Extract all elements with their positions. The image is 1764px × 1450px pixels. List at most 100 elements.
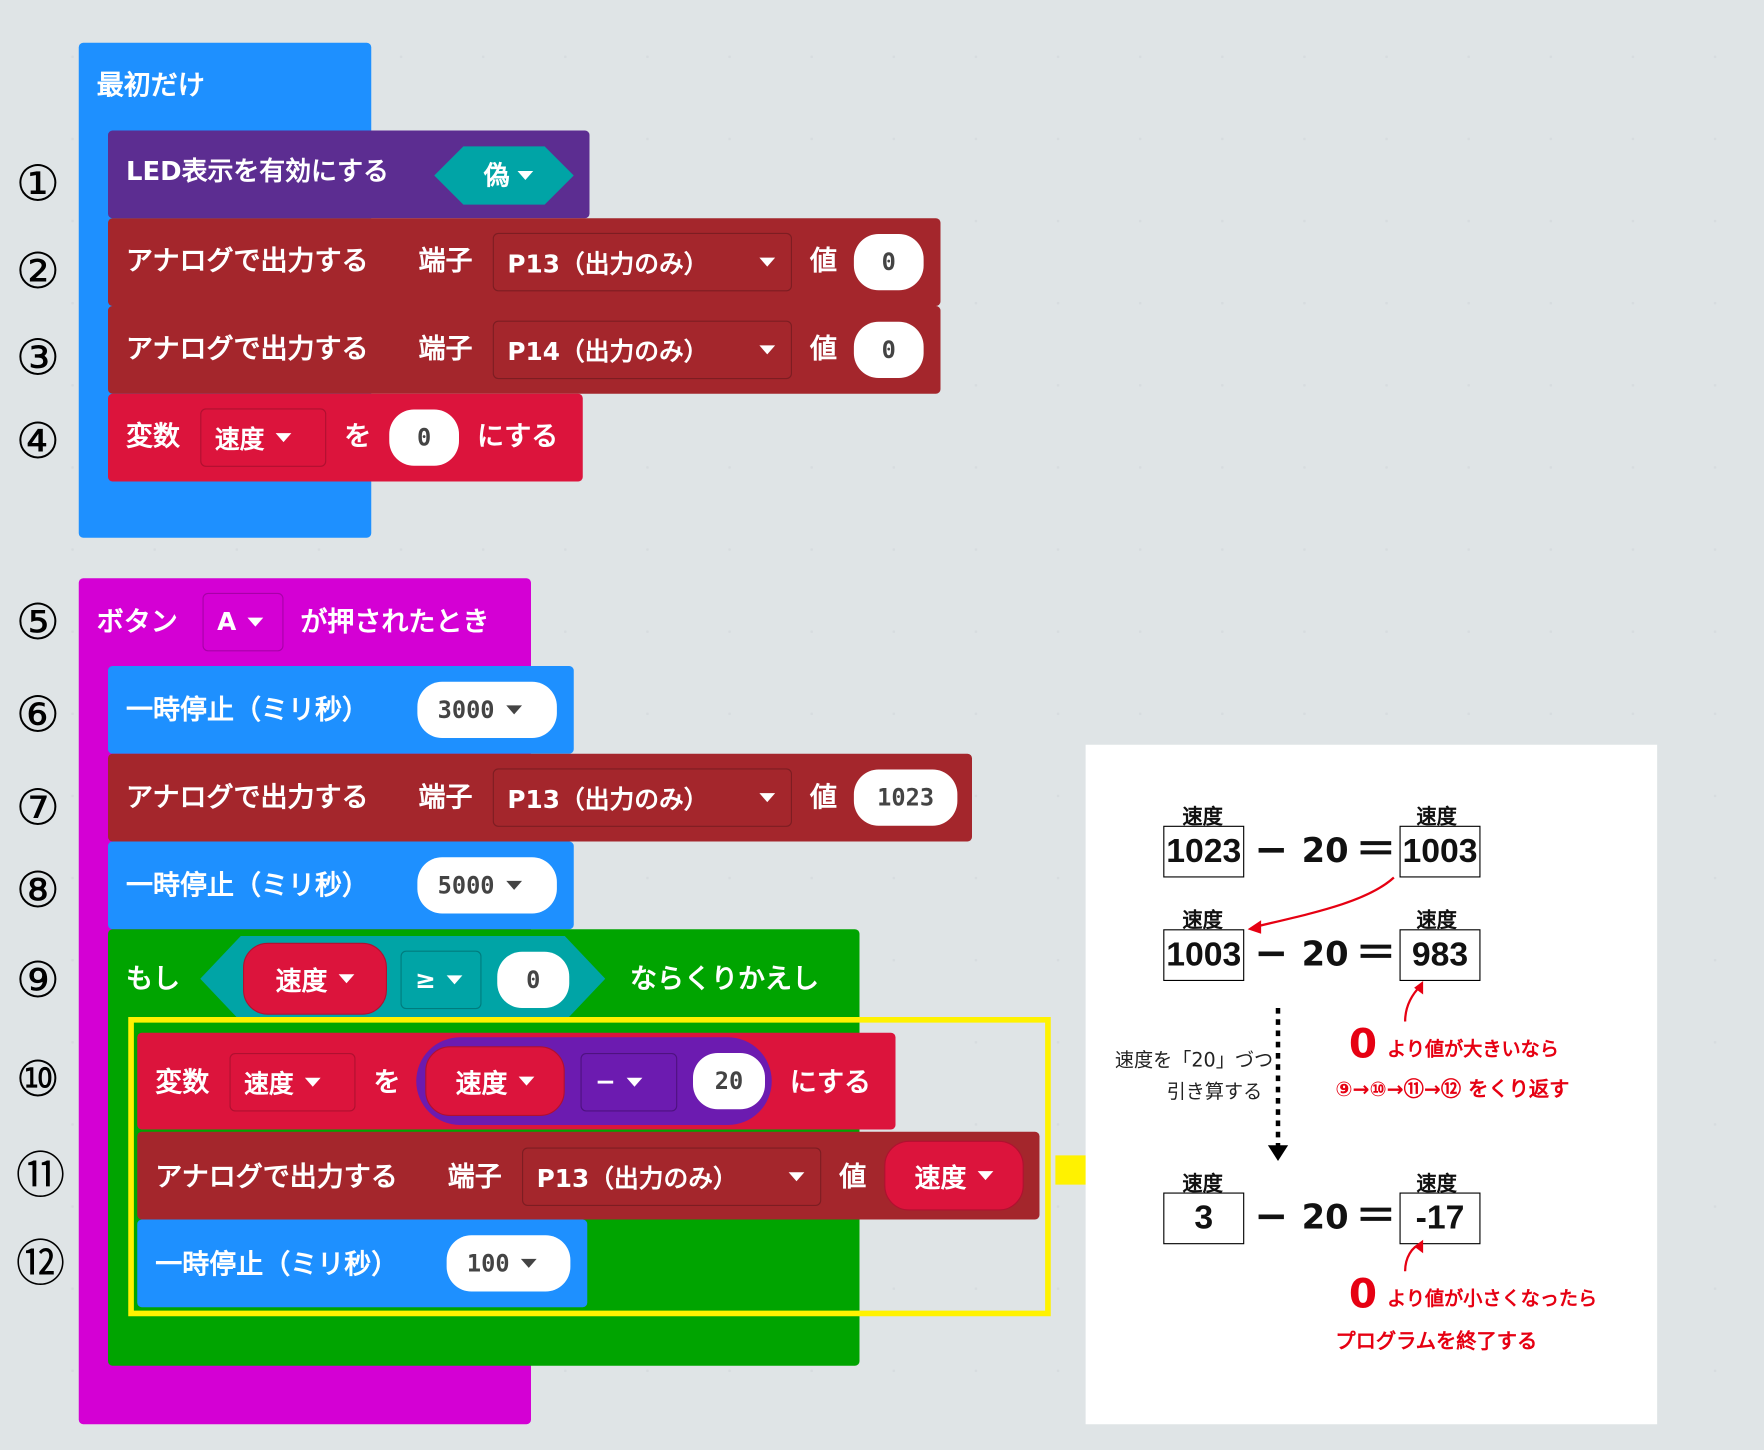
calc-minus: −	[1254, 1193, 1289, 1240]
step-11: ⑪	[15, 1147, 66, 1205]
step-2: ②	[15, 243, 61, 301]
step-4: ④	[15, 412, 61, 471]
red-note-1a: より値が大きいなら	[1387, 1038, 1559, 1061]
math-op: −	[595, 1068, 616, 1097]
chevron-down-icon	[505, 880, 522, 890]
big-zero: 0	[1348, 1271, 1378, 1318]
pin-value: P13（出力のみ）	[507, 786, 709, 815]
value-input-0[interactable]: 0	[389, 409, 459, 466]
note-line-2: 引き算する	[1166, 1081, 1263, 1104]
pin-dropdown-p14[interactable]: P14（出力のみ）	[492, 320, 792, 380]
calc-arrows	[1247, 876, 1424, 1272]
chevron-down-icon	[338, 974, 355, 984]
calc-r1-b: 20	[1301, 831, 1349, 871]
while-label: もし	[126, 963, 180, 995]
calc-r1-a: 1023	[1163, 825, 1245, 878]
value-input-0[interactable]: 0	[853, 321, 924, 378]
chevron-down-icon	[304, 1077, 321, 1087]
red-note-2b: プログラムを終了する	[1335, 1329, 1538, 1354]
chevron-down-icon	[759, 257, 776, 267]
calc-r2-b: 20	[1301, 934, 1349, 975]
calc-r3-b: 20	[1301, 1198, 1349, 1238]
set-end-label: にする	[789, 1066, 872, 1098]
speed-var-text: 速度	[275, 967, 328, 997]
pause-input[interactable]: 100	[446, 1235, 571, 1292]
chevron-down-icon	[520, 1258, 537, 1268]
speed-heading: 速度	[1182, 1172, 1223, 1196]
red-note-1b: ⑨→⑩→⑪→⑫ をくり返す	[1335, 1077, 1570, 1102]
chevron-down-icon	[788, 1172, 805, 1182]
led-bool-dropdown[interactable]: 偽	[434, 146, 574, 205]
pin-value: P14（出力のみ）	[507, 338, 709, 367]
value-input-1023[interactable]: 1023	[853, 769, 958, 826]
calc-r1-c: 1003	[1399, 825, 1481, 878]
calc-panel: 速度 速度 1023 − 20 ＝ 1003 速度 速度 1003 − 20 ＝…	[1085, 744, 1658, 1425]
variable-dropdown[interactable]: 速度	[200, 408, 327, 467]
pause-label: 一時停止（ミリ秒）	[126, 869, 369, 902]
pause-label: 一時停止（ミリ秒）	[126, 694, 369, 726]
speed-var-text: 速度	[914, 1164, 967, 1194]
calc-minus: −	[1254, 826, 1289, 873]
value-input-0[interactable]: 0	[853, 234, 924, 291]
wo-label: を	[373, 1066, 401, 1098]
step-12: ⑫	[15, 1235, 66, 1293]
speed-variable[interactable]: 速度	[425, 1046, 565, 1116]
red-note-2a: より値が小さくなったら	[1387, 1288, 1598, 1311]
compare-value[interactable]: 0	[497, 951, 570, 1008]
math-op-dropdown[interactable]: −	[580, 1053, 678, 1112]
pin-label: 端子	[447, 1161, 502, 1193]
chevron-down-icon	[759, 345, 776, 355]
button-dropdown[interactable]: A	[202, 592, 284, 652]
variable-dropdown[interactable]: 速度	[229, 1053, 356, 1112]
chevron-down-icon	[447, 975, 463, 985]
calc-r2-c: 983	[1399, 929, 1481, 981]
while-end-label: ならくりかえし	[630, 963, 819, 995]
pin-dropdown-p13[interactable]: P13（出力のみ）	[492, 768, 792, 827]
compare-op-dropdown[interactable]: ≥	[400, 950, 482, 1010]
chevron-down-icon	[977, 1171, 994, 1181]
analog-write-label: アナログで出力する	[155, 1161, 398, 1193]
led-bool-value: 偽	[483, 162, 510, 192]
set-variable-block[interactable]	[108, 393, 583, 482]
speed-variable[interactable]: 速度	[243, 942, 387, 1015]
loop-highlight-frame	[128, 1017, 1051, 1317]
step-6: ⑥	[15, 686, 61, 744]
speed-heading: 速度	[1416, 909, 1457, 933]
step-7: ⑦	[15, 779, 61, 837]
pin-dropdown-p13[interactable]: P13（出力のみ）	[522, 1147, 822, 1206]
speed-variable[interactable]: 速度	[884, 1140, 1024, 1211]
minus-value[interactable]: 20	[693, 1053, 765, 1110]
analog-write-label: アナログで出力する	[126, 333, 369, 365]
step-10: ⑩	[15, 1050, 61, 1109]
chevron-down-icon	[505, 705, 522, 715]
pin-value: P13（出力のみ）	[507, 250, 709, 279]
chevron-down-icon	[518, 1076, 535, 1086]
chevron-down-icon	[247, 617, 264, 627]
compare-op: ≥	[415, 965, 436, 994]
analog-write-label: アナログで出力する	[126, 781, 369, 814]
speed-heading: 速度	[1416, 805, 1457, 830]
step-3: ③	[15, 329, 61, 387]
value-label: 値	[810, 781, 837, 814]
calc-r3-c: -17	[1399, 1192, 1481, 1245]
pin-label: 端子	[418, 781, 473, 814]
step-5: ⑤	[15, 594, 61, 652]
pin-dropdown-p13[interactable]: P13（出力のみ）	[492, 232, 792, 292]
calc-equals: ＝	[1355, 826, 1397, 873]
analog-write-label: アナログで出力する	[126, 245, 369, 277]
pause-value: 3000	[437, 696, 495, 724]
speed-heading: 速度	[1182, 805, 1223, 830]
led-enable-label: LED表示を有効にする	[126, 157, 389, 187]
variable-label: 変数	[155, 1066, 210, 1098]
pause-label: 一時停止（ミリ秒）	[155, 1248, 399, 1281]
value-label: 値	[810, 245, 837, 277]
pause-input[interactable]: 3000	[417, 681, 557, 738]
step-8: ⑧	[15, 861, 61, 920]
speed-var-text: 速度	[455, 1069, 508, 1100]
calc-equals: ＝	[1355, 930, 1397, 977]
speed-heading: 速度	[1182, 909, 1223, 933]
pause-input[interactable]: 5000	[417, 857, 557, 914]
step-1: ①	[15, 155, 61, 213]
pin-value: P13（出力のみ）	[536, 1165, 738, 1194]
step-9: ⑨	[15, 951, 61, 1010]
